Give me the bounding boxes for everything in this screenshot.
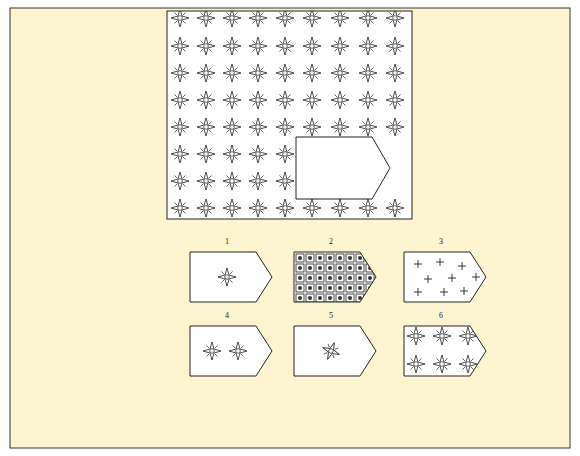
star-ornament: [386, 199, 404, 217]
star-ornament: [223, 11, 241, 27]
star-ornament: [171, 91, 189, 109]
star-ornament: [459, 327, 477, 345]
star-ornament: [386, 11, 404, 27]
option-number: 6: [439, 311, 443, 321]
option-piece: [294, 252, 376, 302]
option-piece: [404, 326, 486, 376]
star-ornament: [276, 172, 294, 190]
star-ornament: [197, 199, 215, 217]
star-ornament: [386, 118, 404, 136]
star-ornament: [171, 145, 189, 163]
option-piece: [190, 326, 272, 376]
star-ornament: [223, 91, 241, 109]
star-ornament: [433, 327, 451, 345]
star-ornament: [249, 91, 267, 109]
star-ornament: [359, 91, 377, 109]
star-ornament: [303, 91, 321, 109]
star-ornament: [171, 11, 189, 27]
option-number: 2: [329, 237, 333, 247]
star-ornament: [197, 91, 215, 109]
star-ornament: [319, 339, 342, 362]
star-ornament: [223, 118, 241, 136]
star-ornament: [407, 355, 425, 373]
star-ornament: [249, 64, 267, 82]
star-ornament: [433, 355, 451, 373]
option-number: 5: [329, 311, 333, 321]
star-ornament: [171, 172, 189, 190]
star-ornament: [197, 37, 215, 55]
star-ornament: [223, 199, 241, 217]
star-ornament: [276, 11, 294, 27]
star-ornament: [276, 145, 294, 163]
star-ornament: [331, 118, 349, 136]
star-ornament: [249, 11, 267, 27]
star-ornament: [359, 64, 377, 82]
star-ornament: [249, 37, 267, 55]
star-ornament: [223, 64, 241, 82]
star-ornament: [359, 37, 377, 55]
star-ornament: [303, 37, 321, 55]
star-ornament: [407, 327, 425, 345]
star-ornament: [303, 199, 321, 217]
star-ornament: [276, 64, 294, 82]
star-ornament: [203, 342, 221, 360]
star-ornament: [276, 199, 294, 217]
star-ornament: [197, 118, 215, 136]
star-ornament: [331, 91, 349, 109]
star-ornament: [386, 37, 404, 55]
star-ornament: [276, 37, 294, 55]
star-ornament: [171, 64, 189, 82]
star-ornament: [331, 11, 349, 27]
star-ornament: [223, 145, 241, 163]
star-ornament: [249, 118, 267, 136]
star-ornament: [197, 172, 215, 190]
star-ornament: [171, 37, 189, 55]
star-ornament: [331, 199, 349, 217]
star-ornament: [197, 64, 215, 82]
star-ornament: [276, 91, 294, 109]
star-ornament: [386, 64, 404, 82]
star-ornament: [359, 118, 377, 136]
option-number: 3: [439, 237, 443, 247]
star-ornament: [171, 199, 189, 217]
option-number: 4: [225, 311, 229, 321]
star-ornament: [359, 11, 377, 27]
star-ornament: [276, 118, 294, 136]
star-ornament: [331, 64, 349, 82]
star-ornament: [197, 11, 215, 27]
star-ornament: [223, 37, 241, 55]
pattern-panel: [167, 11, 412, 219]
star-ornament: [249, 172, 267, 190]
star-ornament: [171, 118, 189, 136]
option-piece: [190, 252, 272, 302]
star-ornament: [303, 64, 321, 82]
star-ornament: [197, 145, 215, 163]
star-ornament: [229, 342, 247, 360]
option-number: 1: [225, 237, 229, 247]
missing-piece: [296, 137, 390, 199]
star-ornament: [386, 91, 404, 109]
star-ornament: [218, 268, 236, 286]
star-ornament: [359, 199, 377, 217]
star-ornament: [303, 11, 321, 27]
star-ornament: [459, 355, 477, 373]
star-ornament: [249, 199, 267, 217]
star-ornament: [223, 172, 241, 190]
option-piece: [294, 326, 376, 376]
star-ornament: [331, 37, 349, 55]
option-piece: [404, 252, 486, 302]
ground-frame: [10, 8, 570, 448]
star-ornament: [249, 145, 267, 163]
star-ornament: [303, 118, 321, 136]
